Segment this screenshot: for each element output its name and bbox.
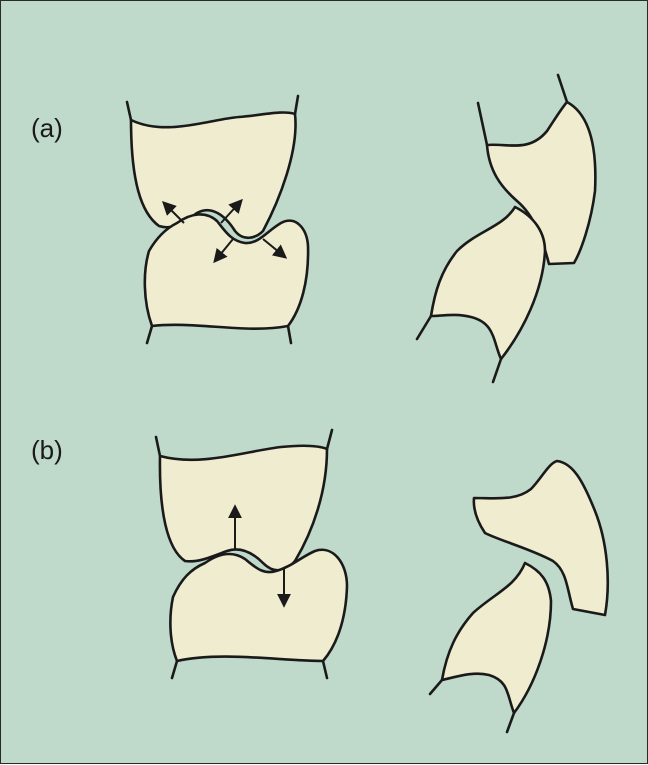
lower-incisor-b — [430, 563, 551, 732]
upper-molar-b — [156, 430, 332, 570]
lower-incisor-a — [417, 207, 545, 382]
lower-molar-b — [170, 550, 347, 678]
panel-b-frontal-teeth — [156, 430, 347, 678]
panel-b-side-teeth — [430, 461, 608, 732]
lower-molar-a — [145, 214, 308, 343]
panel-a-side-teeth — [417, 75, 595, 382]
panel-a-frontal-teeth — [127, 96, 308, 343]
